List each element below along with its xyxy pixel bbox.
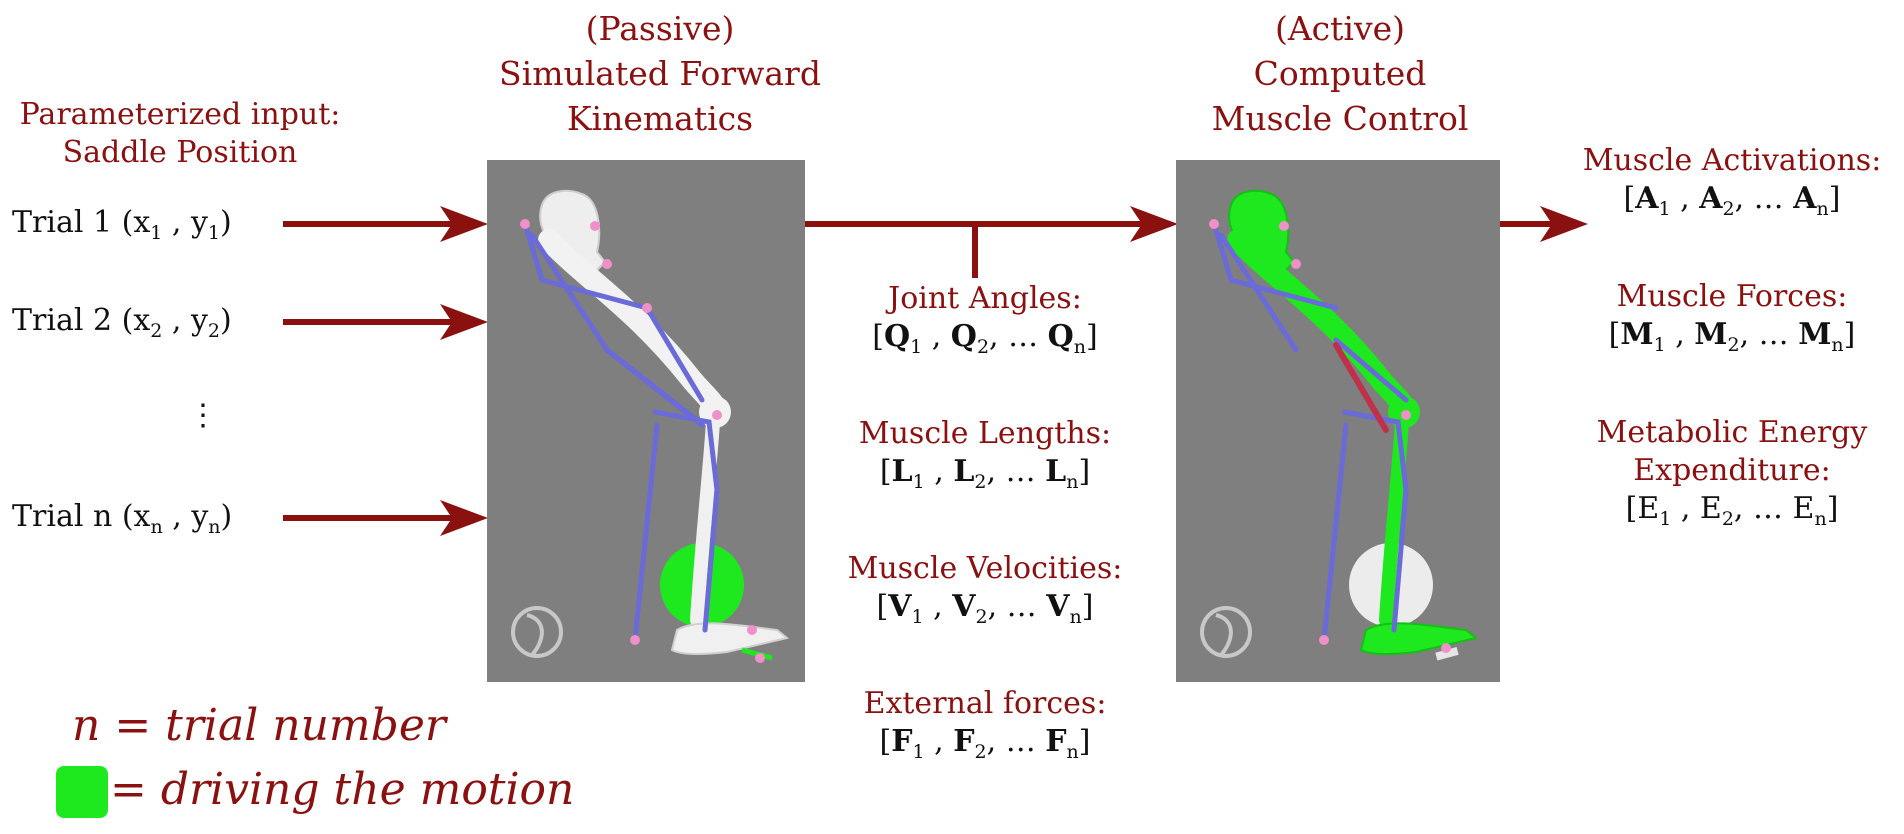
femur-icon bbox=[538, 229, 728, 421]
passive-title: (Passive) Simulated Forward Kinematics bbox=[499, 9, 821, 138]
input-title: Parameterized input: Saddle Position bbox=[19, 97, 341, 170]
joint-angles-block: Joint Angles: [Q1 , Q2, … Qn] bbox=[872, 281, 1098, 358]
muscle-lengths-block: Muscle Lengths: [L1 , L2, … Ln] bbox=[858, 416, 1112, 493]
opensim-logo bbox=[511, 606, 563, 658]
trial-1-label: Trial 1 (x1 , y1) bbox=[12, 205, 232, 244]
opensim-logo bbox=[1200, 606, 1252, 658]
arrow-head-trial-1 bbox=[440, 206, 488, 242]
metabolic-energy-block: Metabolic Energy Expenditure: [E1 , E2, … bbox=[1596, 415, 1868, 530]
trial-n-label: Trial n (xn , yn) bbox=[12, 499, 233, 538]
active-control-panel bbox=[1176, 160, 1500, 682]
muscle-velocities-block: Muscle Velocities: [V1 , V2, … Vn] bbox=[847, 551, 1123, 628]
arrow-head-trial-n bbox=[440, 500, 488, 536]
foot-icon bbox=[1359, 622, 1479, 656]
legend-green-swatch bbox=[56, 766, 108, 818]
femur-icon bbox=[1227, 229, 1417, 421]
trial-ellipsis: ⋮ bbox=[188, 398, 218, 433]
legend-driving-motion: = driving the motion bbox=[110, 764, 575, 815]
muscle-activations-block: Muscle Activations: [A1 , A2, … An] bbox=[1582, 143, 1882, 220]
passive-leg-model bbox=[511, 189, 790, 663]
external-forces-block: External forces: [F1 , F2, … Fn] bbox=[863, 686, 1107, 763]
arrow-head-active bbox=[1130, 206, 1178, 242]
passive-simulation-panel bbox=[487, 160, 805, 682]
arrow-head-outputs bbox=[1540, 206, 1588, 242]
muscle-forces-block: Muscle Forces: [M1 , M2, … Mn] bbox=[1608, 279, 1856, 356]
arrow-head-trial-2 bbox=[440, 304, 488, 340]
active-leg-model bbox=[1200, 189, 1479, 661]
active-title: (Active) Computed Muscle Control bbox=[1211, 9, 1469, 138]
trial-2-label: Trial 2 (x2 , y2) bbox=[12, 303, 232, 342]
foot-icon bbox=[670, 622, 790, 656]
active-muscle-red bbox=[1333, 342, 1389, 433]
legend-trial-number: n = trial number bbox=[72, 700, 446, 751]
